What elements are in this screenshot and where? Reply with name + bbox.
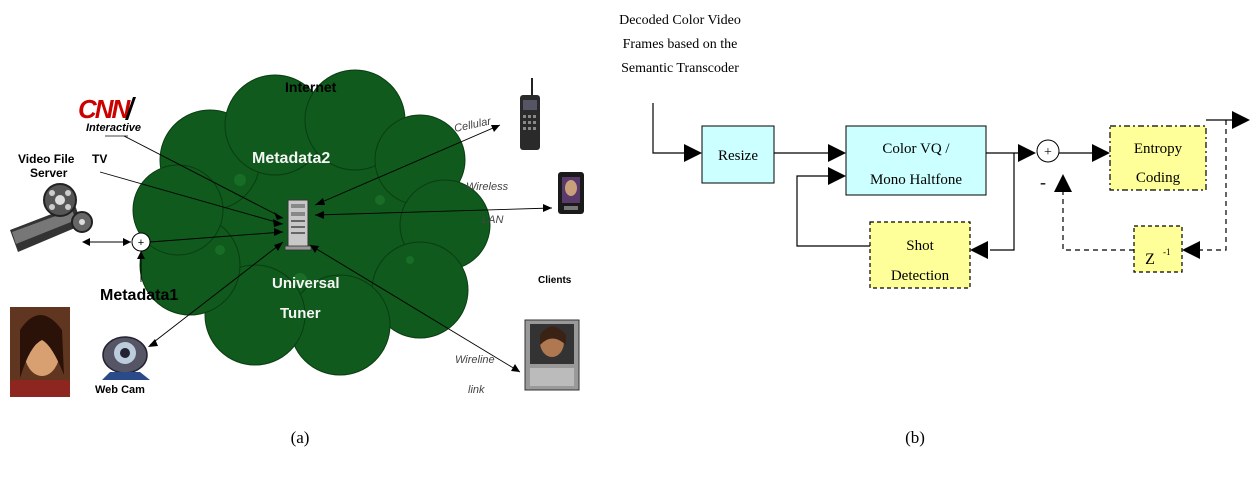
input-label-line3: Semantic Transcoder <box>621 61 739 76</box>
tv-to-tuner-line <box>99 171 284 225</box>
input-label-line1: Decoded Color Video <box>619 13 741 28</box>
shot-to-vq-line <box>796 175 870 247</box>
caption-b: (b) <box>905 428 925 447</box>
cnn-logo-text: CNN <box>78 94 132 124</box>
internet-label: Internet <box>285 79 337 95</box>
feedback-dash-line-right <box>1200 120 1227 251</box>
adder-symbol-a: + <box>138 237 144 249</box>
delay-box: Z -1 <box>1133 225 1183 273</box>
clients-label: Clients <box>538 275 572 286</box>
webcam-to-tuner-line <box>149 241 284 346</box>
wireline-label: Wireline <box>455 354 495 366</box>
adder-circle-b: + <box>1036 139 1060 163</box>
web-cam-icon <box>102 336 150 380</box>
cnn-to-tuner-line <box>123 135 284 219</box>
connection-lines-a <box>82 124 553 373</box>
cellular-label: Cellular <box>453 115 493 135</box>
entropy-label-line2: Coding <box>1136 170 1181 186</box>
shot-detection-box: Shot Detection <box>869 221 971 289</box>
delay-label: Z <box>1145 251 1155 268</box>
adder-circle-a: + <box>131 232 151 252</box>
tuner-to-cellular-line <box>314 124 501 206</box>
delay-exponent: -1 <box>1163 247 1171 257</box>
caption-a: (a) <box>291 428 310 447</box>
video-file-server-label-line1: Video File <box>18 152 75 166</box>
metadata1-label: Metadata1 <box>100 287 178 304</box>
portrait-image <box>10 307 70 397</box>
shot-label-line2: Detection <box>891 268 950 284</box>
resize-box: Resize <box>701 125 775 184</box>
pda-icon <box>558 172 584 214</box>
film-reel-icon <box>10 183 93 252</box>
shot-label-line1: Shot <box>906 238 934 254</box>
cnn-logo: CNN Interactive <box>78 94 141 137</box>
input-line <box>652 103 690 154</box>
vq-label-line1: Color VQ / <box>882 141 950 157</box>
metadata2-label: Metadata2 <box>252 150 330 167</box>
cnn-interactive-text: Interactive <box>86 122 141 134</box>
panel-b: Decoded Color Video Frames based on the … <box>619 13 1250 447</box>
entropy-label-line1: Entropy <box>1134 141 1183 157</box>
vq-label-line2: Mono Haltfone <box>870 172 962 188</box>
input-label-line2: Frames based on the <box>623 37 738 52</box>
link-label: link <box>468 384 485 396</box>
internet-cloud <box>132 69 491 376</box>
universal-tuner-label-line1: Universal <box>272 275 340 292</box>
lan-label: LAN <box>482 214 503 226</box>
server-tower-icon <box>284 199 312 251</box>
cell-phone-icon <box>520 78 540 150</box>
adder-to-tuner-line <box>149 231 284 243</box>
resize-label: Resize <box>718 148 758 164</box>
universal-tuner-label-line2: Tuner <box>280 305 321 322</box>
tuner-to-wireless-line <box>314 207 553 216</box>
entropy-coding-box: Entropy Coding <box>1109 125 1207 191</box>
vq-to-shot-line <box>990 153 1015 251</box>
video-file-server-label-line2: Server <box>30 166 68 180</box>
panel-a: Internet CNN Interactive Video File Serv… <box>10 69 584 447</box>
adder-symbol-b: + <box>1044 145 1052 160</box>
monitor-icon <box>524 319 580 391</box>
web-cam-label: Web Cam <box>95 384 145 396</box>
tv-label: TV <box>92 152 107 166</box>
wireless-label: Wireless <box>466 181 509 193</box>
tuner-to-wireline-line <box>309 244 521 373</box>
feedback-dash-line-left <box>1062 190 1134 251</box>
minus-sign: - <box>1040 172 1046 192</box>
color-vq-box: Color VQ / Mono Haltfone <box>845 125 987 196</box>
